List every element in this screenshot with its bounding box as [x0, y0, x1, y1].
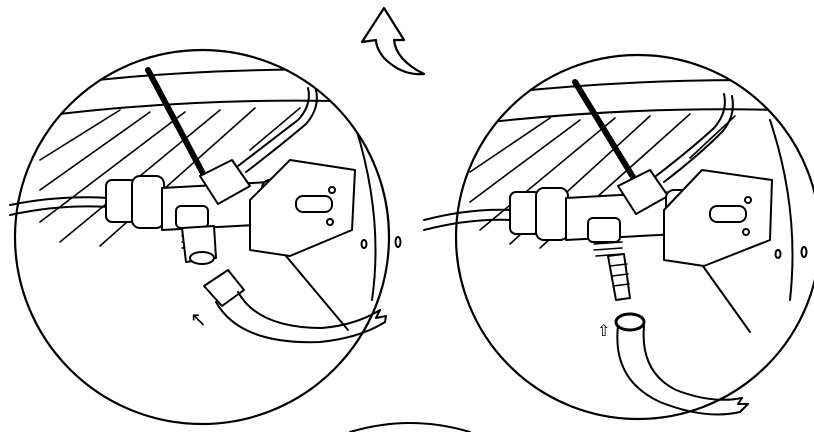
panel-right-outline [454, 53, 814, 421]
rotation-arrow-icon [360, 6, 426, 76]
threaded-fitting-left [175, 205, 209, 229]
quick-connect-nipple-right [607, 253, 631, 301]
hose-right-cut [737, 397, 749, 413]
sensor-cable-left-inner [9, 205, 109, 216]
hose-left-outer [237, 291, 381, 329]
mount-bolt-left-2 [326, 218, 334, 226]
hose-right-outer [642, 325, 743, 401]
sensor-cable-right-inner [423, 218, 513, 231]
solenoid-left [199, 159, 251, 205]
fitting-opening-left [189, 251, 215, 265]
solenoid-cable-left [237, 87, 310, 167]
detail-panel-right: ⇧ [423, 53, 814, 421]
disconnect-arrow-icon: ↖ [190, 307, 207, 331]
hose-clamp-right [614, 312, 646, 332]
gland-collar-right [535, 187, 569, 241]
sensor-cable-right [423, 208, 513, 221]
frame-line-r [699, 261, 751, 333]
mount-bolt-left-1 [328, 186, 336, 194]
next-panel-edge [349, 422, 471, 432]
wall-edge [349, 109, 377, 301]
hose-right [616, 325, 741, 416]
hose-left [215, 301, 386, 344]
housing-edge-top-r [456, 79, 814, 101]
hatch-lines [39, 107, 301, 247]
panel-left-outline [13, 48, 391, 426]
sensor-cable-left [9, 196, 109, 206]
mount-bolt-right-1 [744, 196, 752, 204]
solenoid-cable-right-2 [663, 95, 734, 183]
housing-edge-second-r [456, 108, 814, 129]
port-left-2 [394, 236, 402, 248]
hose-nut-left [203, 269, 245, 307]
connect-arrow-icon: ⇧ [597, 321, 610, 340]
piston-rod-left [295, 195, 333, 213]
detail-panel-left: ↖ [9, 48, 402, 426]
port-right-1 [774, 249, 782, 259]
housing-edge-top [15, 68, 389, 93]
hose-left-cut [375, 309, 387, 323]
piston-rod-right [709, 205, 747, 223]
wall-edge-r [769, 119, 794, 301]
solenoid-cable-right [655, 93, 726, 177]
solenoid-cable-left-2 [245, 89, 318, 173]
mount-bolt-right-2 [742, 228, 750, 236]
port-left-1 [360, 239, 368, 249]
gland-collar-left [131, 175, 165, 229]
nipple-barbs-right [609, 263, 630, 287]
threaded-fitting-right [587, 217, 621, 243]
port-right-2 [800, 246, 808, 258]
frame-line [285, 255, 349, 331]
